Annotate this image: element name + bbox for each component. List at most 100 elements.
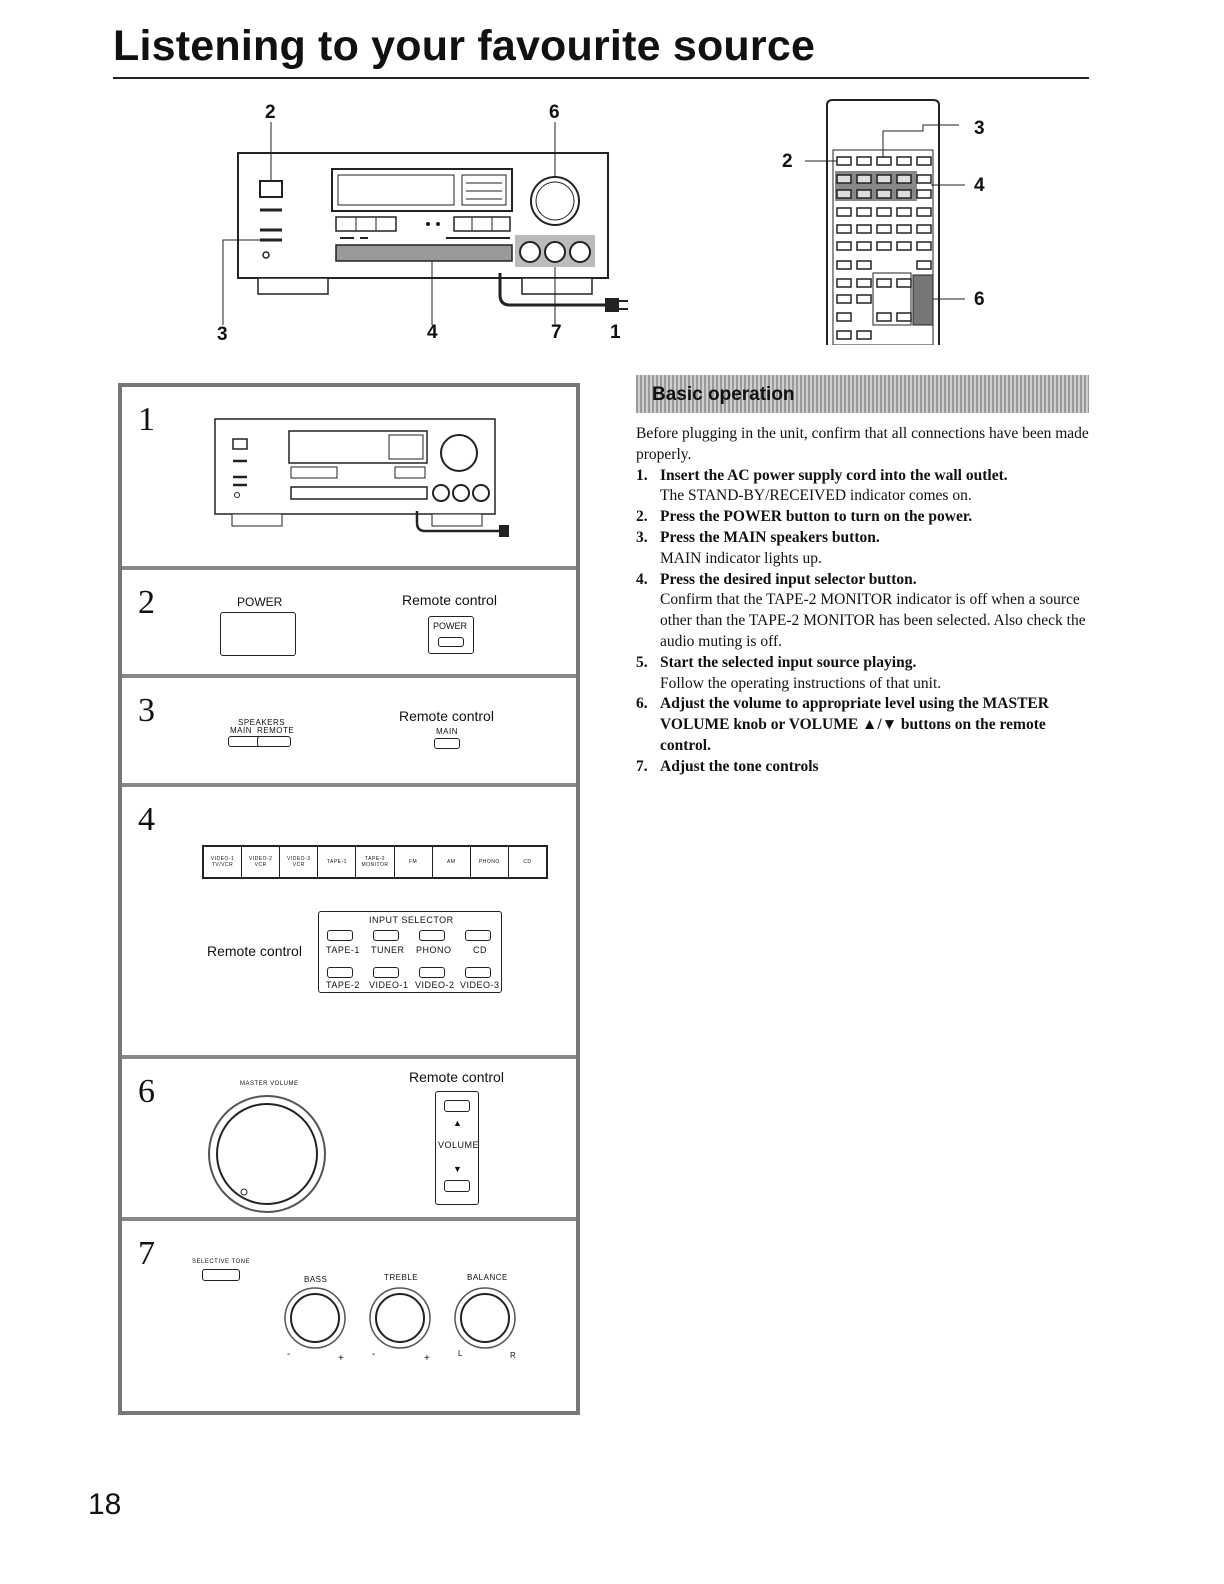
remote-figure <box>805 95 1005 346</box>
balance-right: R <box>510 1351 517 1360</box>
step-number: 1 <box>138 401 155 438</box>
step-number: 6 <box>138 1073 155 1110</box>
balance-label: BALANCE <box>467 1273 508 1282</box>
selector-tape-2-monitor[interactable]: TAPE-2 MONITOR <box>356 847 395 877</box>
remote-control-label: Remote control <box>207 943 302 959</box>
callout-7: 7 <box>551 322 562 343</box>
remote-control-label: Remote control <box>402 592 497 608</box>
step-number: 7 <box>138 1235 155 1272</box>
step-panel-2: 2 POWER Remote control POWER <box>122 570 576 678</box>
balance-knob[interactable] <box>450 1283 520 1353</box>
input-selector-title: INPUT SELECTOR <box>369 915 454 925</box>
steps-illustration-panel: 1 2 POWER Remote control <box>118 383 580 1415</box>
remote-video-1-label: VIDEO-1 <box>369 980 409 990</box>
step-number: 4 <box>138 801 155 838</box>
bass-knob[interactable] <box>280 1283 350 1353</box>
receiver-small-illustration <box>214 418 509 537</box>
remote-power-label: POWER <box>433 621 468 631</box>
remote-tape-1-button[interactable] <box>327 930 353 941</box>
callout-4: 4 <box>427 322 438 343</box>
step-panel-3: 3 SPEAKERS MAIN REMOTE Remote control MA… <box>122 678 576 787</box>
volume-up-button[interactable] <box>444 1100 470 1112</box>
master-volume-knob[interactable] <box>202 1089 332 1219</box>
remote-input-selector: INPUT SELECTOR TAPE-1 TUNER PHONO CD TAP… <box>318 911 502 993</box>
selector-phono[interactable]: PHONO <box>471 847 509 877</box>
remote-callout-3: 3 <box>974 118 985 139</box>
step-item: 6.Adjust the volume to appropriate level… <box>636 695 1049 754</box>
remote-illustration <box>805 99 965 346</box>
remote-video-3-button[interactable] <box>465 967 491 978</box>
volume-label: VOLUME <box>438 1140 480 1150</box>
step-panel-4: 4 VIDEO-1 TV/VCR VIDEO-2 VCR VIDEO-3 VCR… <box>122 787 576 1059</box>
title-rule <box>113 77 1089 79</box>
instructions: Before plugging in the unit, confirm tha… <box>636 424 1091 778</box>
selector-cd[interactable]: CD <box>523 859 532 865</box>
volume-down-icon: ▼ <box>453 1164 463 1174</box>
selective-tone-label: SELECTIVE TONE <box>192 1259 251 1265</box>
remote-callout-6: 6 <box>974 289 985 310</box>
section-heading: Basic operation <box>652 384 795 405</box>
balance-left: L <box>458 1349 463 1358</box>
speakers-remote-label: REMOTE <box>257 726 295 735</box>
treble-plus: + <box>424 1353 431 1364</box>
remote-phono-button[interactable] <box>419 930 445 941</box>
callout-6: 6 <box>549 102 560 123</box>
callout-2: 2 <box>265 102 276 123</box>
step-item: 3.Press the MAIN speakers button.MAIN in… <box>636 528 880 567</box>
remote-control-label: Remote control <box>409 1069 504 1085</box>
remote-cd-button[interactable] <box>465 930 491 941</box>
remote-callout-4: 4 <box>974 175 985 196</box>
remote-tape-1-label: TAPE-1 <box>326 945 360 955</box>
remote-video-2-button[interactable] <box>419 967 445 978</box>
remote-tape-2-label: TAPE-2 <box>326 980 360 990</box>
remote-speakers-button[interactable] <box>257 736 291 747</box>
selector-fm[interactable]: FM <box>395 847 433 877</box>
remote-tape-2-button[interactable] <box>327 967 353 978</box>
step-item: 2.Press the POWER button to turn on the … <box>636 508 973 526</box>
remote-tuner-label: TUNER <box>371 945 405 955</box>
step-item: 7.Adjust the tone controls <box>636 757 819 775</box>
remote-video-1-button[interactable] <box>373 967 399 978</box>
power-button[interactable] <box>220 612 296 656</box>
callout-3: 3 <box>217 324 228 345</box>
receiver-front-illustration <box>222 122 628 325</box>
power-label: POWER <box>237 595 283 609</box>
remote-phono-label: PHONO <box>416 945 452 955</box>
steps-list: 1.Insert the AC power supply cord into t… <box>636 466 1091 778</box>
treble-knob[interactable] <box>365 1283 435 1353</box>
remote-main-button[interactable] <box>434 738 460 749</box>
volume-down-button[interactable] <box>444 1180 470 1192</box>
treble-label: TREBLE <box>384 1273 419 1282</box>
remote-power-button[interactable] <box>438 637 464 647</box>
bass-plus: + <box>338 1353 345 1364</box>
intro-paragraph: Before plugging in the unit, confirm tha… <box>636 425 1089 463</box>
step-number: 3 <box>138 692 155 729</box>
speakers-main-label: MAIN <box>230 726 252 735</box>
selector-tape-1[interactable]: TAPE-1 <box>318 847 357 877</box>
selector-video-3[interactable]: VIDEO-3 VCR <box>280 847 319 877</box>
selector-video-1[interactable]: VIDEO-1 TV/VCR <box>204 847 243 877</box>
step-panel-7: 7 SELECTIVE TONE BASS TREBLE BALANCE - +… <box>122 1221 576 1411</box>
selector-video-2[interactable]: VIDEO-2 VCR <box>242 847 281 877</box>
volume-up-icon: ▲ <box>453 1118 463 1128</box>
remote-callout-2: 2 <box>782 151 793 172</box>
callout-1: 1 <box>610 322 621 343</box>
master-volume-label: MASTER VOLUME <box>240 1081 299 1087</box>
remote-volume-frame: ▲ VOLUME ▼ <box>435 1091 479 1205</box>
selector-am[interactable]: AM <box>433 847 471 877</box>
step-item: 5.Start the selected input source playin… <box>636 653 942 692</box>
remote-tuner-button[interactable] <box>373 930 399 941</box>
remote-power-frame: POWER <box>428 616 474 654</box>
remote-cd-label: CD <box>473 945 487 955</box>
remote-main-label: MAIN <box>436 727 458 736</box>
remote-video-3-label: VIDEO-3 <box>460 980 500 990</box>
receiver-front-figure <box>210 95 650 355</box>
selective-tone-button[interactable] <box>202 1269 240 1281</box>
step-item: 1.Insert the AC power supply cord into t… <box>636 466 1008 505</box>
bass-minus: - <box>287 1349 291 1360</box>
treble-minus: - <box>372 1349 376 1360</box>
step-panel-1: 1 <box>122 387 576 570</box>
bass-label: BASS <box>304 1275 328 1284</box>
step-panel-6: 6 MASTER VOLUME Remote control ▲ VOLUME … <box>122 1059 576 1221</box>
remote-control-label: Remote control <box>399 708 494 724</box>
